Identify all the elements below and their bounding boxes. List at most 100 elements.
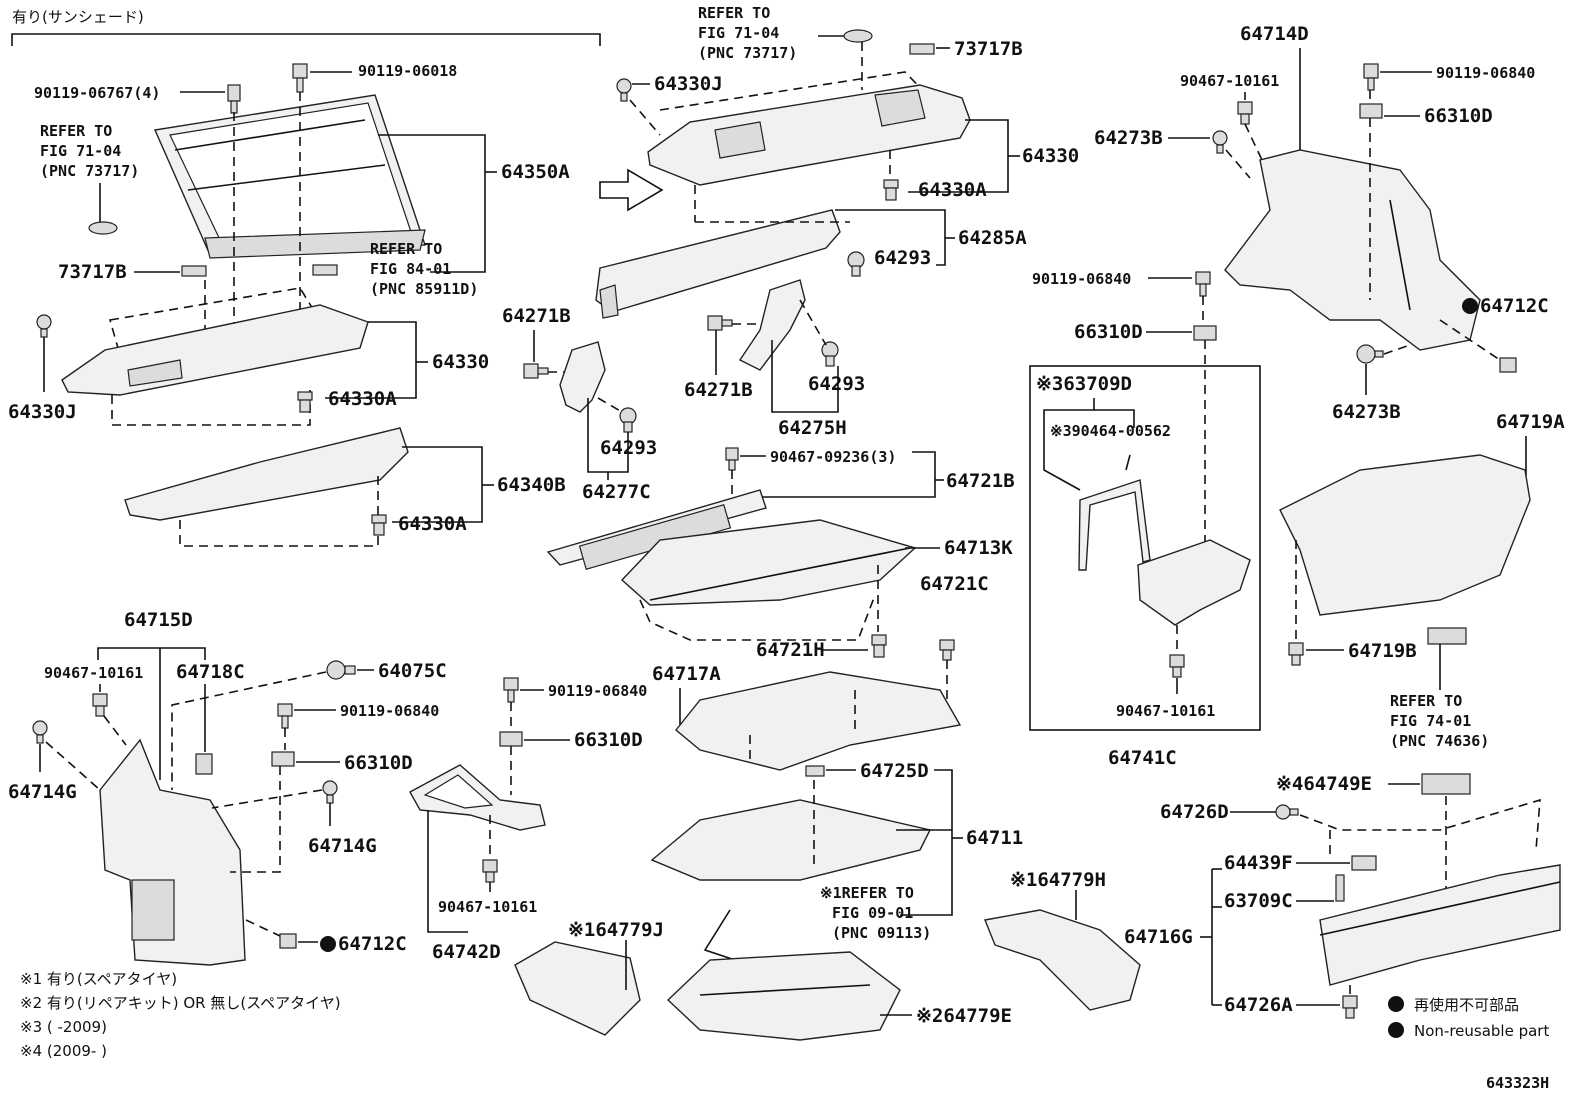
label-64275H: 64275H — [778, 417, 847, 439]
legend-jp: 再使用不可部品 — [1414, 996, 1519, 1014]
pad-73717B-top — [909, 43, 935, 55]
refer-84-01-1: REFER TO — [370, 240, 442, 258]
label-64075C: 64075C — [378, 660, 447, 682]
clip-90467-09236 — [725, 447, 739, 471]
note-2: ※2 有り(リペアキット) OR 無し(スペアタイヤ) — [20, 994, 341, 1012]
label-90119-06840-m: 90119-06840 — [548, 682, 647, 700]
label-64271B-a: 64271B — [502, 305, 571, 327]
screw-90119-06840-r1 — [1363, 63, 1379, 91]
label-64721H: 64721H — [756, 639, 825, 661]
bracket-64285A — [595, 209, 841, 319]
label-64330-left: 64330 — [432, 351, 489, 373]
refer-71-04-left-3: (PNC 73717) — [40, 162, 139, 180]
side-trim-64714D — [1224, 149, 1481, 351]
label-73717B-top: 73717B — [954, 38, 1023, 60]
clip-64719B — [1288, 642, 1304, 666]
clip-64714G-b — [322, 780, 338, 804]
refer-09-01-2: FIG 09-01 — [832, 904, 913, 922]
clip-64330J-top — [616, 78, 632, 102]
nut-66310D-r2 — [1193, 325, 1217, 341]
label-66310D-l: 66310D — [344, 752, 413, 774]
clip-64721C — [939, 639, 955, 661]
note-3: ※3 ( -2009) — [20, 1018, 107, 1036]
label-64330-top: 64330 — [1022, 145, 1079, 167]
deck-board-64713K — [620, 519, 917, 606]
bracket-64275H — [738, 279, 806, 371]
clip-64271B-a — [523, 363, 549, 379]
clip-90467-10161-m — [482, 859, 498, 883]
garnish-63709D — [1078, 479, 1151, 571]
label-64779E: ※264779E — [916, 1005, 1012, 1027]
clip-64726A — [1342, 995, 1358, 1019]
label-64717A: 64717A — [652, 663, 721, 685]
label-90119-06018: 90119-06018 — [358, 62, 457, 80]
label-64271B-b: 64271B — [684, 379, 753, 401]
trim-64340B — [124, 427, 409, 521]
label-64716G: 64716G — [1124, 926, 1193, 948]
label-90467-10161-l: 90467-10161 — [44, 664, 143, 682]
refer-71-04-top-2: FIG 71-04 — [698, 24, 779, 42]
nonreusable-dot-64712C-l — [320, 936, 336, 952]
label-64350A: 64350A — [501, 161, 570, 183]
label-63709D: ※363709D — [1036, 373, 1132, 395]
refer-71-04-top-3: (PNC 73717) — [698, 44, 797, 62]
label-64715D: 64715D — [124, 609, 193, 631]
clip-64293-a — [847, 251, 865, 277]
clip-64726D — [1275, 804, 1299, 820]
refer-74-01-3: (PNC 74636) — [1390, 732, 1489, 750]
label-64273B-b: 64273B — [1332, 401, 1401, 423]
sunshade-bracket — [11, 33, 601, 46]
label-64779H: ※164779H — [1010, 869, 1106, 891]
clip-64330A-left-1 — [297, 391, 313, 413]
refer-71-04-top-1: REFER TO — [698, 4, 770, 22]
label-90119-06840-r1: 90119-06840 — [1436, 64, 1535, 82]
refer-74-01-1: REFER TO — [1390, 692, 1462, 710]
cap-73717-left — [88, 221, 118, 235]
note-1: ※1 有り(スペアタイヤ) — [20, 970, 177, 988]
screw-90119-06840-l — [277, 703, 293, 729]
label-64721B: 64721B — [946, 470, 1015, 492]
refer-71-04-left-1: REFER TO — [40, 122, 112, 140]
label-90467-10161-box: 90467-10161 — [1116, 702, 1215, 720]
spare-tire-hook — [703, 909, 736, 961]
label-90467-10161-m: 90467-10161 — [438, 898, 537, 916]
label-66310D-m: 66310D — [574, 729, 643, 751]
tray-64779H — [984, 909, 1141, 1011]
label-64330J-left: 64330J — [8, 401, 77, 423]
label-64714G-b: 64714G — [308, 835, 377, 857]
diagram-id: 643323H — [1486, 1074, 1549, 1092]
tray-64779E — [666, 951, 901, 1041]
clip-64273B-a — [1212, 130, 1228, 154]
label-90464-00562: ※390464-00562 — [1050, 422, 1171, 440]
nonreusable-dot-64712C-r — [1462, 298, 1478, 314]
label-64711: 64711 — [966, 827, 1023, 849]
label-90119-06840-r2: 90119-06840 — [1032, 270, 1131, 288]
direction-arrow-icon — [599, 168, 664, 212]
garnish-63709C — [1335, 874, 1345, 902]
label-64741C: 64741C — [1108, 747, 1177, 769]
label-90467-09236: 90467-09236(3) — [770, 448, 896, 466]
label-64712C-r: 64712C — [1480, 295, 1549, 317]
legend-dot-en — [1388, 1022, 1404, 1038]
label-64719B: 64719B — [1348, 640, 1417, 662]
clip-90467-10161-l — [92, 693, 108, 717]
label-64330J-top: 64330J — [654, 73, 723, 95]
clip-64714G-a — [32, 720, 48, 744]
label-64726A: 64726A — [1224, 994, 1293, 1016]
label-64719A: 64719A — [1496, 411, 1565, 433]
note-4: ※4 (2009- ) — [20, 1042, 107, 1060]
label-90119-06840-l: 90119-06840 — [340, 702, 439, 720]
screw-90119-06018 — [292, 63, 308, 93]
label-64742D: 64742D — [432, 941, 501, 963]
label-64330A-left-2: 64330A — [398, 513, 467, 535]
label-64293-a: 64293 — [874, 247, 931, 269]
mat-64717A — [675, 671, 962, 771]
tray-64742D — [409, 764, 546, 831]
clip-64718C — [195, 753, 213, 775]
cover-64749E — [1421, 773, 1471, 795]
label-64285A: 64285A — [958, 227, 1027, 249]
label-64277C: 64277C — [582, 481, 651, 503]
group-box-64741C — [1029, 365, 1261, 731]
label-64779J: ※164779J — [568, 919, 664, 941]
